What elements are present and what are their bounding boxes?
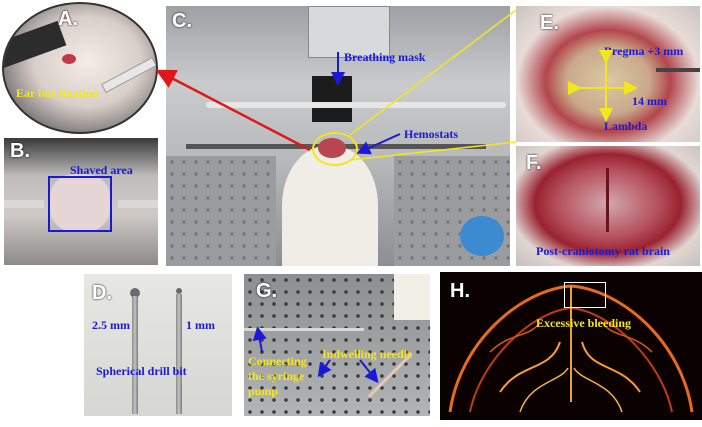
panel-h-caption: Excessive bleeding <box>536 316 631 330</box>
panel-g-syringe <box>244 274 430 416</box>
panel-b-shaved <box>4 138 158 265</box>
rat-tail-body <box>394 274 430 320</box>
syringe-label-line3: pump <box>248 384 279 398</box>
syringe-label-line2: the syringe <box>248 369 305 383</box>
panel-c-label: C. <box>172 10 192 32</box>
rat-eye <box>62 54 76 64</box>
bleeding-box <box>564 282 606 308</box>
breathing-mask-label: Breathing mask <box>344 50 426 64</box>
drill-size-large: 2.5 mm <box>92 318 130 332</box>
bregma-label: Bregma +3 mm <box>604 44 684 58</box>
width-label: 14 mm <box>632 94 667 108</box>
panel-b-caption: Shaved area <box>70 163 133 177</box>
needle-label: Indwelling needle <box>322 347 413 361</box>
panel-f-label: F. <box>526 152 542 174</box>
syringe <box>101 56 156 94</box>
hemostats-label: Hemostats <box>404 127 458 141</box>
ear-bar-rod <box>4 20 67 70</box>
perforated-plate-left <box>166 156 276 266</box>
ear-bar-left <box>4 200 44 208</box>
panel-d-caption: Spherical drill bit <box>96 364 187 378</box>
surgical-site-circle <box>312 132 358 166</box>
panel-a-label: A. <box>58 8 78 30</box>
mask-holder <box>312 76 352 122</box>
panel-c-stereotaxic <box>166 6 510 266</box>
forceps-right <box>656 68 700 72</box>
drill-size-small: 1 mm <box>186 318 215 332</box>
panel-h-vasculature <box>440 272 702 420</box>
lambda-label: Lambda <box>604 119 648 133</box>
panel-d-label: D. <box>92 282 112 304</box>
panel-a-ear-bar <box>2 2 158 134</box>
shaved-skin <box>50 174 110 232</box>
panel-g-label: G. <box>256 280 278 302</box>
drill-bit-small-head <box>176 288 182 294</box>
drill-bit-large-shank <box>132 296 138 414</box>
drill-bit-large-head <box>130 288 140 298</box>
blue-dish <box>460 216 504 256</box>
panel-e-label: E. <box>540 12 559 34</box>
midline-vessel <box>606 168 609 232</box>
panel-h-label: H. <box>450 280 470 302</box>
vessel-map <box>448 284 694 413</box>
rat-body <box>282 146 378 266</box>
panel-a-caption: Ear bar fixation <box>16 86 99 100</box>
drill-bit-small-shank <box>176 294 182 414</box>
tubing <box>244 328 364 331</box>
syringe-label-line1: Connecting <box>248 354 307 368</box>
panel-b-label: B. <box>10 140 30 162</box>
ear-bar-right <box>118 200 158 208</box>
shaved-area-box <box>48 176 112 232</box>
tube <box>206 102 506 108</box>
panel-f-brain <box>516 146 700 266</box>
panel-d-drill-bits <box>84 274 232 416</box>
panel-f-caption: Post-craniotomy rat brain <box>536 244 670 258</box>
